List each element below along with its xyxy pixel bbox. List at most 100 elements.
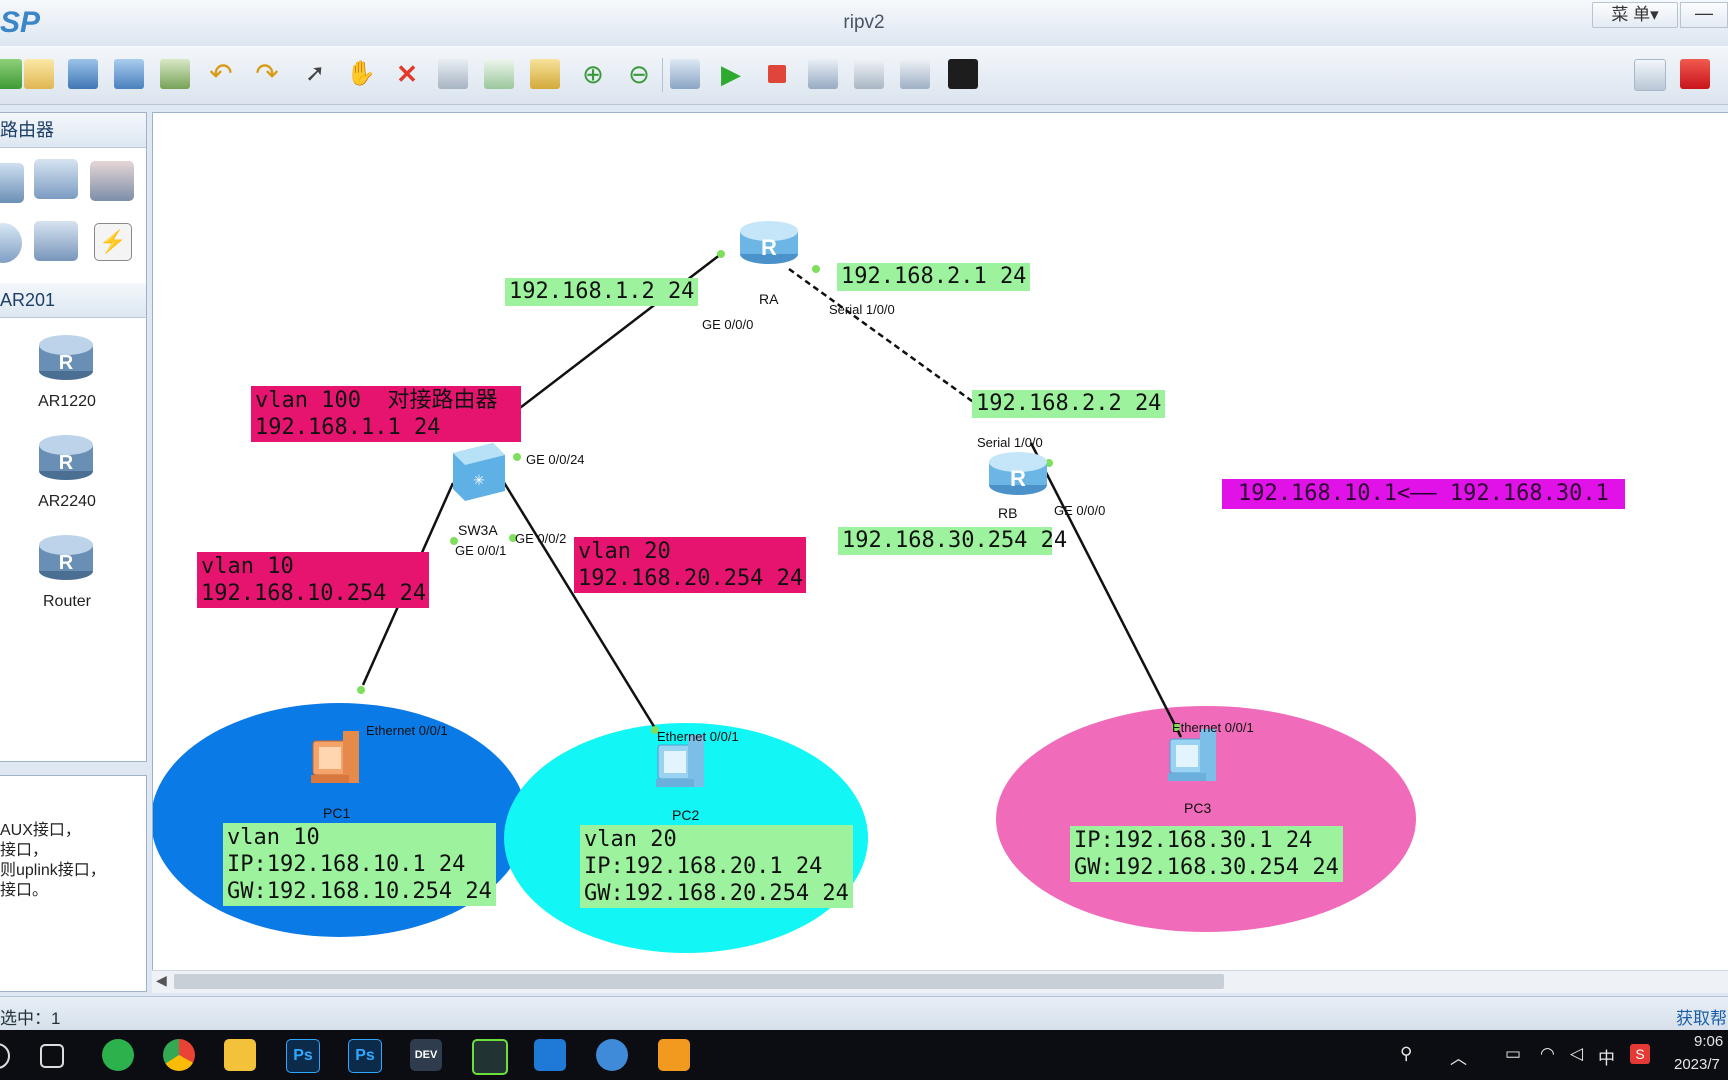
ime-indicator[interactable]: 中: [1598, 1049, 1615, 1068]
description-line: 则uplink接口，: [0, 862, 106, 879]
ensp-icon[interactable]: [596, 1039, 628, 1071]
ar2240-router-icon[interactable]: R: [38, 431, 94, 481]
topology-icon[interactable]: [854, 59, 884, 89]
cloud-category-icon[interactable]: [0, 223, 22, 263]
port-label-sw-ge24: GE 0/0/24: [526, 452, 585, 467]
clock-date[interactable]: 2023/7: [1674, 1056, 1720, 1073]
fit-icon[interactable]: [670, 59, 700, 89]
ar1220-router-icon[interactable]: R: [38, 331, 94, 381]
firewall-category-icon[interactable]: [90, 161, 134, 201]
sogou-icon[interactable]: S: [1630, 1044, 1650, 1064]
port-label-ra-serial: Serial 1/0/0: [829, 302, 895, 317]
ip-label-rb-serial[interactable]: 192.168.2.2 24: [972, 390, 1166, 418]
ip-label-rb-ge[interactable]: 192.168.30.254 24: [838, 527, 1067, 555]
redo-icon[interactable]: ↷: [255, 58, 279, 89]
pan-hand-icon[interactable]: ✋: [346, 60, 376, 87]
file-explorer-icon[interactable]: [224, 1039, 256, 1071]
vlan10-line2: 192.168.10.254 24: [201, 581, 427, 606]
link-category-icon[interactable]: ⚡: [94, 223, 132, 261]
battery-icon[interactable]: ▭: [1505, 1044, 1522, 1063]
window-title: ripv2: [843, 12, 885, 33]
zoom-out-icon[interactable]: ⊖: [628, 59, 650, 89]
search-icon[interactable]: [0, 1043, 10, 1069]
tray-expand-icon[interactable]: ︿: [1450, 1049, 1467, 1068]
photoshop-alt-icon[interactable]: Ps: [348, 1039, 382, 1073]
other-device-category-icon[interactable]: [34, 221, 78, 261]
screenshot-icon[interactable]: [948, 59, 978, 89]
port-label-pc1-eth: Ethernet 0/0/1: [366, 723, 448, 738]
browser-360-icon[interactable]: [102, 1039, 134, 1071]
device-model-header: AR201: [0, 283, 146, 318]
undo-icon[interactable]: ↶: [209, 58, 233, 89]
pc3-line1: IP:192.168.30.1 24: [1074, 828, 1313, 853]
help-link[interactable]: 获取帮: [1676, 1009, 1727, 1028]
text-icon[interactable]: [484, 59, 514, 89]
description-line: 接口，: [0, 842, 49, 859]
link-rb-pc3[interactable]: [1029, 442, 1183, 738]
pc1-line2: IP:192.168.10.1 24: [227, 852, 466, 877]
terminal-icon[interactable]: [472, 1039, 508, 1075]
port-label-pc2-eth: Ethernet 0/0/1: [657, 729, 739, 744]
volume-icon[interactable]: ◁: [1570, 1044, 1584, 1063]
print-icon[interactable]: [160, 59, 190, 89]
horizontal-scrollbar[interactable]: ◀: [152, 970, 1728, 993]
topology-canvas[interactable]: R R ✳: [152, 112, 1728, 993]
save-icon[interactable]: [68, 59, 98, 89]
device-description-panel: AUX接口， 接口， 则uplink接口， 接口。: [0, 775, 147, 992]
ip-label-ra-ge[interactable]: 192.168.1.2 24: [505, 278, 699, 306]
wlan-category-icon[interactable]: [34, 159, 78, 199]
stop-icon[interactable]: [762, 59, 792, 89]
wifi-icon[interactable]: ◠: [1540, 1044, 1555, 1063]
delete-link-icon[interactable]: [438, 59, 468, 89]
select-icon[interactable]: ➚: [304, 60, 326, 87]
people-icon[interactable]: ⚲: [1400, 1044, 1413, 1063]
pc2-line2: IP:192.168.20.1 24: [584, 854, 823, 879]
ping-note-label[interactable]: 192.168.10.1<—— 192.168.30.1: [1222, 479, 1625, 509]
huawei-icon[interactable]: [1680, 59, 1710, 89]
capture-icon[interactable]: [808, 59, 838, 89]
svg-text:R: R: [59, 552, 74, 574]
pc3-line2: GW:192.168.30.254 24: [1074, 855, 1339, 880]
zoom-in-icon[interactable]: ⊕: [582, 59, 604, 89]
task-view-icon[interactable]: [40, 1044, 64, 1068]
ip-label-ra-serial[interactable]: 192.168.2.1 24: [837, 263, 1031, 291]
node-label-pc1: PC1: [323, 805, 351, 821]
menu-button[interactable]: 菜 单▾: [1592, 2, 1678, 28]
feishu-icon[interactable]: [534, 1039, 566, 1071]
link-sw3a-pc2[interactable]: [498, 475, 660, 734]
scrollbar-thumb[interactable]: [174, 974, 1224, 989]
scroll-left-icon[interactable]: ◀: [156, 972, 167, 988]
minimize-button[interactable]: —: [1680, 2, 1728, 28]
ra-router-icon[interactable]: R: [740, 221, 798, 264]
title-bar: SP ripv2 菜 单▾ —: [0, 0, 1728, 47]
clock-time[interactable]: 9:06: [1694, 1033, 1724, 1050]
start-icon[interactable]: ▶: [721, 59, 741, 89]
toolbar: ↶ ↷ ➚ ✋ ✕ ⊕ ⊖ ▶: [0, 46, 1728, 105]
dev-cpp-icon[interactable]: DEV: [410, 1039, 442, 1071]
chat-icon[interactable]: [1634, 59, 1666, 91]
switch-category-icon[interactable]: [0, 163, 24, 203]
open-icon[interactable]: [24, 59, 54, 89]
pc2-computer-icon[interactable]: [656, 735, 704, 787]
grid-icon[interactable]: [900, 59, 930, 89]
pc1-line1: vlan 10: [227, 825, 320, 850]
rectangle-icon[interactable]: [530, 59, 560, 89]
category-title: 路由器: [0, 120, 54, 140]
sw3a-switch-icon[interactable]: ✳: [453, 443, 505, 501]
pc1-computer-icon[interactable]: [311, 731, 359, 783]
new-icon[interactable]: [0, 59, 22, 89]
pc3-computer-icon[interactable]: [1168, 729, 1216, 781]
chrome-icon[interactable]: [163, 1039, 195, 1071]
photoshop-icon[interactable]: Ps: [286, 1039, 320, 1073]
save-as-icon[interactable]: [114, 59, 144, 89]
delete-icon[interactable]: ✕: [396, 59, 418, 89]
rb-router-icon[interactable]: R: [989, 452, 1047, 495]
recorder-icon[interactable]: [658, 1039, 690, 1071]
router-icon[interactable]: R: [38, 531, 94, 581]
